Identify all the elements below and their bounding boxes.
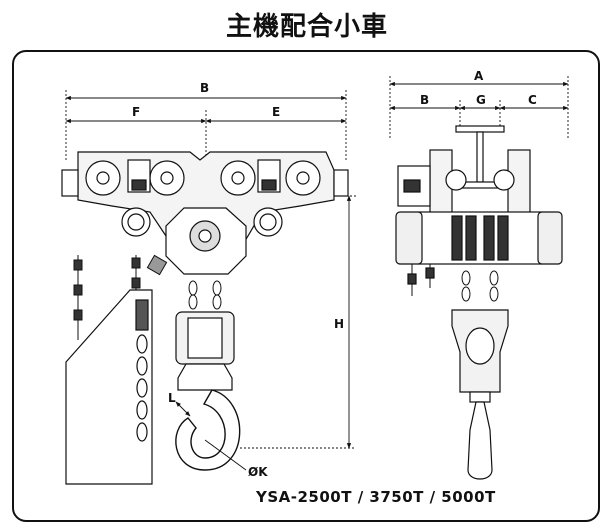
- dim-label-f: F: [132, 105, 140, 119]
- side-hoist-body: [417, 211, 543, 265]
- chain-bag: [65, 289, 153, 485]
- hook: [175, 389, 241, 471]
- dim-label-c: C: [528, 93, 537, 107]
- dim-label-a: A: [474, 69, 484, 83]
- front-view: [61, 90, 356, 485]
- dim-label-g: G: [476, 93, 486, 107]
- side-hook: [467, 401, 493, 480]
- hand-chain: [73, 254, 168, 340]
- front-dimension-lines: [65, 90, 356, 449]
- dim-label-l: L: [168, 391, 176, 405]
- dim-label-k: ØK: [248, 465, 268, 479]
- dim-label-b-side: B: [420, 93, 429, 107]
- side-dimension-lines: [389, 76, 569, 140]
- load-chain-links: [135, 299, 149, 442]
- page-title: 主機配合小車: [225, 12, 388, 42]
- side-view: [389, 76, 569, 480]
- trolley-wheels: [85, 160, 321, 196]
- drawing-frame: [12, 50, 600, 522]
- dim-label-e: E: [272, 105, 280, 119]
- model-label: YSA-2500T / 3750T / 5000T: [256, 488, 496, 506]
- dim-label-b-front: B: [200, 81, 209, 95]
- dim-label-h: H: [334, 317, 344, 331]
